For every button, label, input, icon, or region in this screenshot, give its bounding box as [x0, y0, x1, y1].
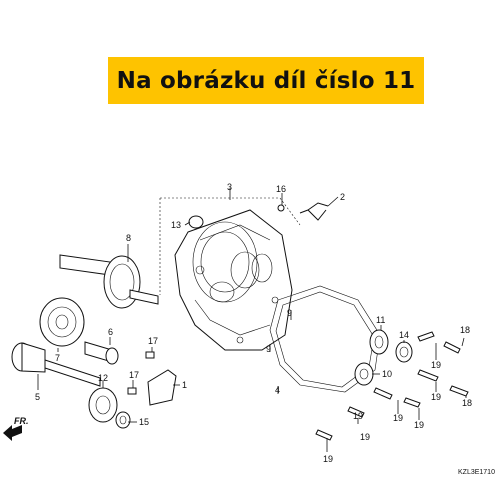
gear-part	[39, 297, 85, 347]
drive-shaft-part	[11, 342, 101, 387]
label-19d: 19	[414, 420, 424, 430]
part-number-banner: Na obrázku díl číslo 11	[108, 57, 424, 104]
label-4: 4	[275, 385, 280, 395]
label-19b: 19	[431, 392, 441, 402]
label-18a: 18	[460, 325, 470, 335]
label-12: 12	[98, 373, 108, 383]
leader-lines	[37, 188, 467, 452]
label-5: 5	[35, 392, 40, 402]
label-10: 10	[382, 369, 392, 379]
bracket-part	[147, 369, 177, 406]
bolt-17-part	[127, 351, 155, 395]
label-19e: 19	[353, 411, 363, 421]
label-19c: 19	[393, 413, 403, 423]
label-9b: 9	[266, 344, 271, 354]
label-1: 1	[182, 380, 187, 390]
label-17a: 17	[148, 336, 158, 346]
label-18b: 18	[462, 398, 472, 408]
bearing-10-part	[354, 362, 374, 386]
label-2: 2	[340, 192, 345, 202]
output-shaft-part	[59, 254, 159, 309]
label-11: 11	[376, 315, 385, 325]
label-16: 16	[276, 184, 286, 194]
oil-seal-14-part	[395, 341, 413, 363]
countershaft-part	[84, 341, 119, 365]
label-19g: 19	[323, 454, 333, 464]
front-arrow-label: FR.	[14, 416, 29, 426]
label-14: 14	[399, 330, 409, 340]
label-15: 15	[139, 417, 149, 427]
oil-seal-part	[115, 411, 131, 429]
label-13: 13	[171, 220, 181, 230]
front-arrow-icon: FR.	[3, 416, 29, 441]
banner-text: Na obrázku díl číslo 11	[116, 67, 416, 94]
label-7: 7	[55, 353, 60, 363]
bearing-part	[88, 387, 118, 423]
breather-hose-part	[277, 202, 329, 221]
label-6: 6	[108, 327, 113, 337]
label-19f: 19	[360, 432, 370, 442]
transmission-cover-part	[174, 209, 293, 351]
label-8: 8	[126, 233, 131, 243]
label-17b: 17	[129, 370, 139, 380]
label-19a: 19	[431, 360, 441, 370]
bolt-19-part	[315, 331, 469, 441]
diagram-code: KZL3E1710	[458, 469, 495, 476]
label-3: 3	[227, 182, 232, 192]
bearing-11-part	[369, 329, 389, 355]
washer-part	[188, 215, 204, 229]
label-9a: 9	[287, 308, 292, 318]
